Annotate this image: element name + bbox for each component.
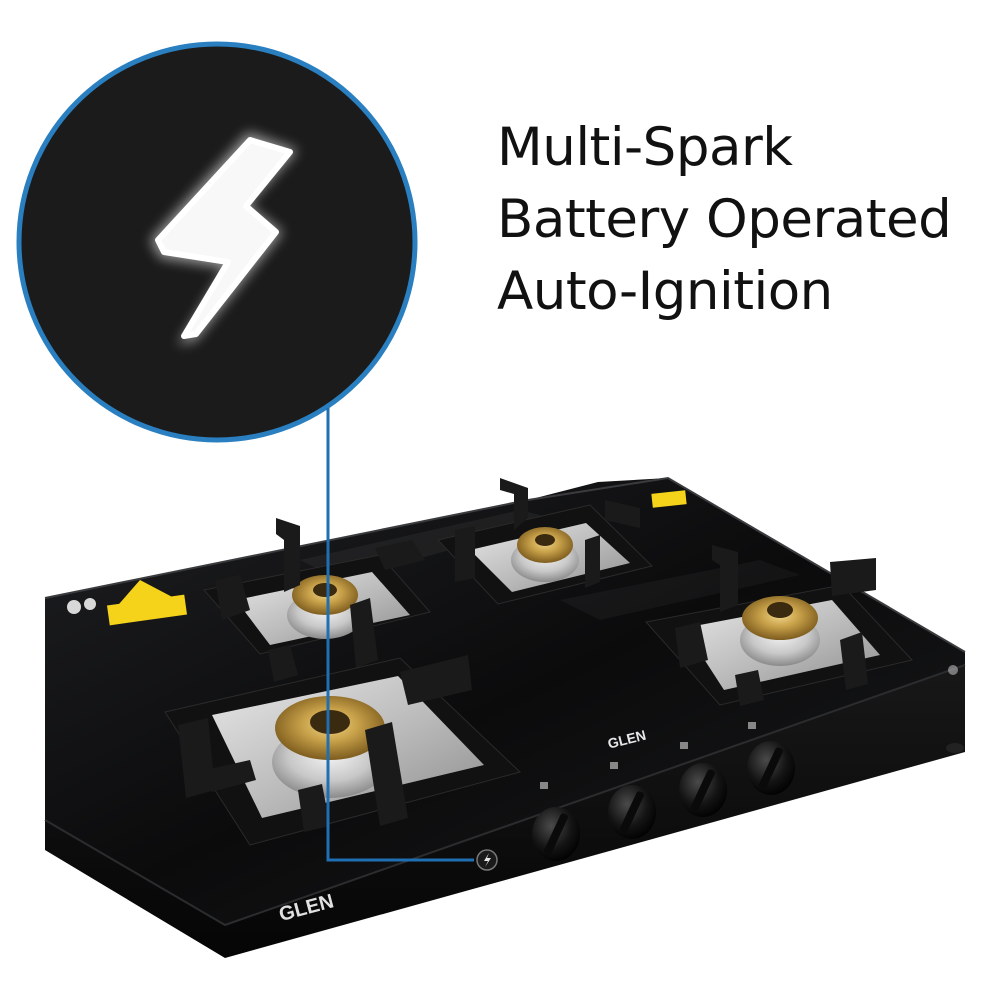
feature-headline: Multi-Spark Battery Operated Auto-Igniti… xyxy=(497,112,952,328)
gas-stove: GLEN GLEN xyxy=(44,476,966,958)
callout xyxy=(16,41,474,862)
lightning-bolt-icon xyxy=(150,132,298,345)
burner-back-left xyxy=(203,518,431,682)
headline-line-3: Auto-Ignition xyxy=(497,261,833,322)
rating-sticker xyxy=(651,490,687,508)
burner-right xyxy=(645,545,913,706)
burner-knob-4[interactable] xyxy=(747,741,795,795)
warning-sticker xyxy=(106,580,188,626)
headline-line-1: Multi-Spark xyxy=(497,117,793,178)
headline-line-2: Battery Operated xyxy=(497,189,952,250)
burner-front-left xyxy=(164,655,521,846)
lightning-bolt-icon xyxy=(484,853,491,867)
certification-mark xyxy=(67,600,81,614)
burner-knob-2[interactable] xyxy=(608,785,656,839)
callout-connector-line xyxy=(326,408,474,862)
burner-knob-3[interactable] xyxy=(679,763,727,817)
ignition-button[interactable] xyxy=(476,849,498,871)
burner-back-center xyxy=(437,478,653,605)
burner-knob-1[interactable] xyxy=(532,807,580,861)
control-knobs xyxy=(532,741,795,861)
